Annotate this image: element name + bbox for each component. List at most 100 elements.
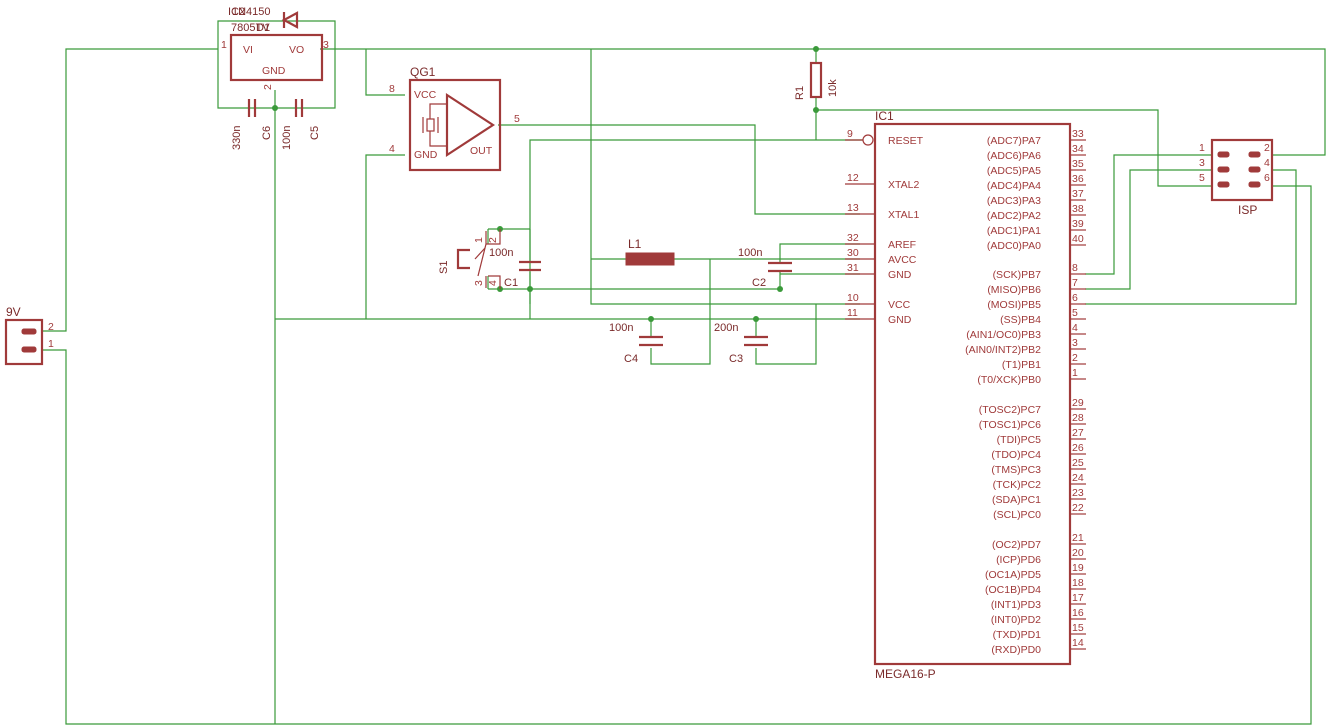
oscillator-body	[408, 78, 502, 172]
microcontroller-ic1: IC1 MEGA16-P 9RESET12XTAL213XTAL132AREF3…	[845, 109, 1086, 681]
battery-body	[4, 318, 44, 366]
ic1-right-pin-name: (ADC4)PA4	[987, 180, 1041, 192]
c3-label: C3	[729, 353, 743, 365]
ic1-left-pin-number: 30	[847, 247, 859, 259]
ic1-left-pin-number: 11	[847, 307, 858, 319]
switch-blade	[477, 243, 487, 277]
ic1-right-pin-name: (TOSC1)PC6	[979, 419, 1041, 431]
isp-pin-4-num: 4	[1264, 157, 1270, 169]
isp-pin-5-num: 5	[1199, 172, 1205, 184]
ic1-right-pin-name: (MOSI)PB5	[987, 299, 1041, 311]
oscillator-gnd: GND	[414, 149, 438, 161]
ic1-right-pin-name: (RXD)PD0	[991, 644, 1041, 656]
qg-pin-4: 4	[389, 143, 395, 155]
wire-reset	[529, 139, 863, 304]
wire-vcc-drop	[590, 49, 860, 305]
junction-dot	[648, 316, 654, 322]
isp-body	[1210, 138, 1274, 202]
ic1-left-pin-number: 32	[847, 232, 859, 244]
reg-pin-2: 2	[262, 84, 274, 90]
ic1-left-pin-number: 10	[847, 292, 859, 304]
isp-pin-2-num: 2	[1264, 142, 1270, 154]
ic1-left-pin-name: XTAL2	[888, 179, 919, 191]
capacitor-c6: 330n C6	[231, 99, 273, 150]
junction-dot	[527, 286, 533, 292]
ic1-right-pin-number: 18	[1072, 577, 1084, 589]
isp-pin-5	[1217, 181, 1230, 188]
ic1-left-pin-number: 9	[847, 128, 853, 140]
wire-c4-loop	[650, 259, 711, 365]
wire-isp-mosi	[1085, 169, 1297, 305]
c4-value: 100n	[609, 322, 633, 334]
wire-regulator-bypass-left	[217, 20, 336, 49]
oscillator-qg1: QG1 VCC GND OUT 8 4 5	[389, 65, 520, 172]
isp-header: ISP 1 3 5 2 4 6	[1199, 138, 1274, 217]
ic1-left-pin-name: GND	[888, 269, 912, 281]
c1-label: C1	[504, 277, 518, 289]
regulator-vo: VO	[289, 44, 304, 56]
ic1-left-pin-number: 31	[847, 262, 859, 274]
battery-pin-1	[21, 346, 37, 353]
c6-value: 330n	[231, 126, 243, 150]
junction-dot	[777, 286, 783, 292]
s1-pin-1: 1	[473, 237, 485, 243]
ic1-right-pin-name: (ADC2)PA2	[987, 210, 1041, 222]
ic1-right-pin-name: (SS)PB4	[1000, 314, 1041, 326]
ic1-left-pins: 9RESET12XTAL213XTAL132AREF30AVCC31GND10V…	[845, 128, 924, 326]
junction-dot	[753, 316, 759, 322]
wire-isp-miso	[1085, 169, 1212, 290]
voltage-regulator: VI VO GND 1N4150 IC2 7805TV D1 1 3 2	[221, 6, 329, 90]
wire-qg-vcc	[365, 49, 405, 96]
switch-actuator	[456, 248, 470, 270]
oscillator-label: QG1	[410, 65, 436, 79]
wire-c2-gnd	[779, 272, 860, 289]
wire-qg-gnd	[365, 154, 405, 319]
ic1-left-pin-name: XTAL1	[888, 209, 919, 221]
c5-label: C5	[309, 126, 321, 140]
c2-label: C2	[752, 277, 766, 289]
isp-pin-1-num: 1	[1199, 142, 1205, 154]
reset-switch-s1: S1 1 2 3 4	[438, 229, 501, 289]
ic1-right-pin-name: (SCK)PB7	[993, 269, 1042, 281]
isp-pin-6	[1248, 181, 1261, 188]
ic1-right-pin-number: 22	[1072, 502, 1084, 514]
ic1-right-pin-name: (INT1)PD3	[991, 599, 1041, 611]
ic1-right-pin-name: (OC2)PD7	[992, 539, 1041, 551]
ic1-right-pin-number: 6	[1072, 292, 1078, 304]
amplifier-triangle-icon	[445, 92, 496, 158]
c2-value: 100n	[738, 247, 762, 259]
crystal-wire	[429, 103, 447, 119]
wire-regulator-cap-loop	[217, 49, 336, 109]
wire-vin-rail	[42, 48, 218, 332]
battery-pin-1-label: 1	[48, 338, 54, 350]
ic1-left-pin-name: VCC	[888, 299, 911, 311]
ic1-type: MEGA16-P	[875, 667, 936, 681]
oscillator-vcc: VCC	[414, 89, 437, 101]
ic1-right-pin-name: (TCK)PC2	[993, 479, 1042, 491]
reg-pin-1: 1	[221, 39, 227, 51]
ic1-right-pin-number: 40	[1072, 233, 1084, 245]
ic1-right-pin-number: 37	[1072, 188, 1084, 200]
reset-inversion-icon	[862, 134, 874, 146]
ic1-right-pin-name: (TDI)PC5	[997, 434, 1041, 446]
regulator-vi: VI	[243, 44, 253, 56]
ic1-right-pin-name: (T1)PB1	[1002, 359, 1041, 371]
isp-label: ISP	[1238, 203, 1257, 217]
ic1-right-pin-number: 8	[1072, 262, 1078, 274]
ic1-right-pin-number: 27	[1072, 427, 1084, 439]
resistor-r1: R1 10k	[794, 61, 839, 100]
junction-dot	[272, 105, 278, 111]
ic1-right-pin-number: 1	[1072, 367, 1078, 379]
s1-pin-3: 3	[473, 280, 485, 286]
s1-pin-2: 2	[487, 237, 499, 243]
ic1-right-pin-name: (TOSC2)PC7	[979, 404, 1041, 416]
ic1-right-pin-number: 36	[1072, 173, 1084, 185]
switch-label: S1	[438, 261, 450, 274]
ic1-right-pin-number: 38	[1072, 203, 1084, 215]
wires	[42, 20, 1326, 725]
wire-c2-aref	[779, 243, 860, 262]
isp-pin-2	[1248, 151, 1261, 158]
battery-pin-2	[21, 328, 37, 335]
crystal-icon	[426, 118, 435, 132]
